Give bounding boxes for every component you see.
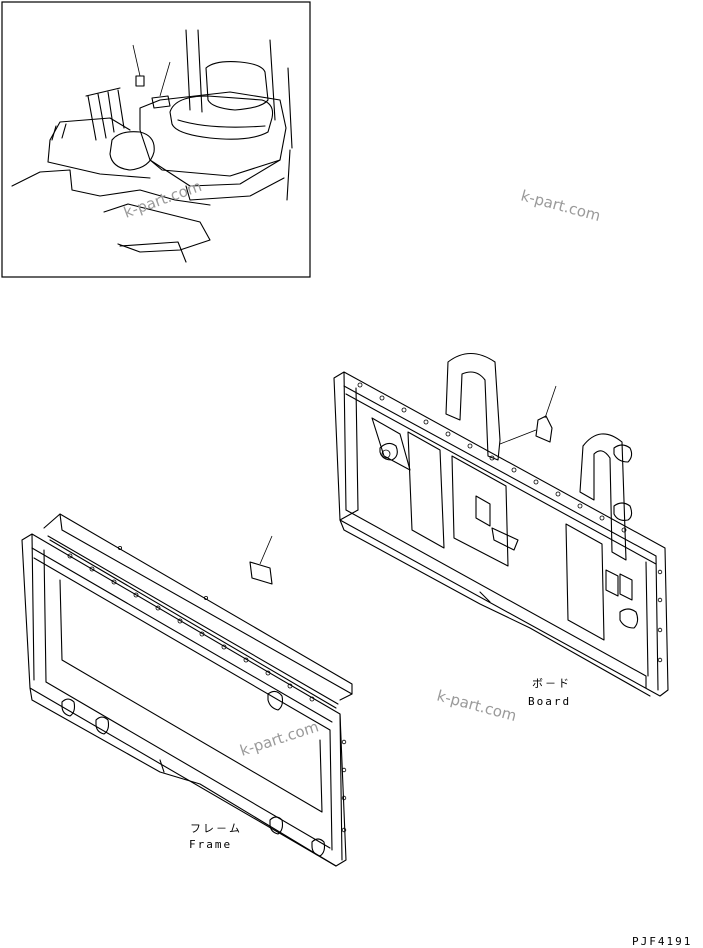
frame-assembly [21, 513, 353, 867]
frame-label-plate [249, 561, 273, 585]
location-inset [1, 1, 311, 278]
watermark: k-part.com [121, 177, 204, 222]
board-label-plate [535, 415, 553, 443]
board-rail-holes [357, 382, 627, 533]
board-assembly [333, 352, 669, 697]
board-label-jp: ボ－ド [532, 677, 571, 690]
watermark: k-part.com [435, 686, 519, 725]
inset-machine-sketch [11, 29, 293, 263]
frame-label-en: Frame [189, 838, 232, 851]
frame-rail-holes [67, 553, 315, 702]
watermark: k-part.com [238, 717, 321, 759]
inset-border [1, 1, 311, 278]
board-label-en: Board [528, 695, 571, 708]
frame-label-jp: フレ－ム [190, 822, 242, 835]
drawing-code: PJF4191 [632, 935, 692, 948]
watermark: k-part.com [519, 186, 603, 225]
